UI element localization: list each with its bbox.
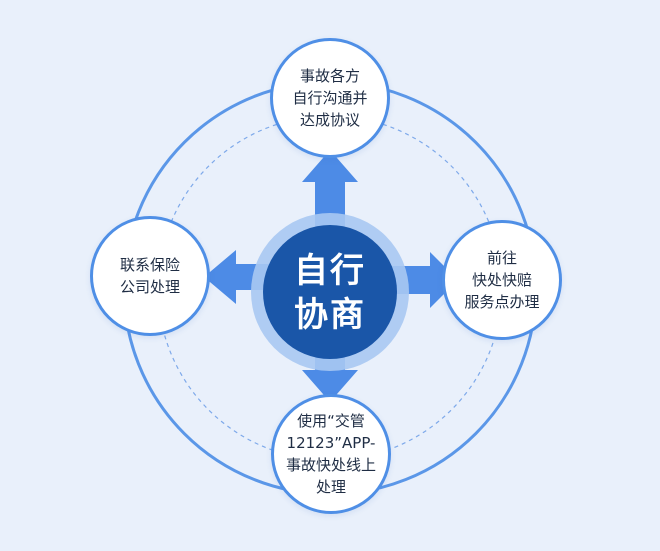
option-text: 前往 <box>486 249 517 267</box>
center-label-line-1: 自行 <box>294 251 366 291</box>
option-text: 公司处理 <box>119 278 180 296</box>
option-text: 事故快处线上 <box>285 456 376 474</box>
option-text: 事故各方 <box>299 67 360 85</box>
option-text: 12123”APP- <box>286 434 376 452</box>
option-node-service-point: 前往 快处快赔 服务点办理 <box>442 220 562 340</box>
arrow-left <box>204 250 280 304</box>
option-node-negotiate: 事故各方 自行沟通并 达成协议 <box>270 38 390 158</box>
option-text: 服务点办理 <box>464 293 540 311</box>
option-text: 使用“交管 <box>297 412 365 430</box>
option-text: 达成协议 <box>299 111 360 129</box>
option-node-app: 使用“交管 12123”APP- 事故快处线上 处理 <box>271 394 391 514</box>
center-label-line-2: 协商 <box>294 295 366 335</box>
center-label: 自行 协商 <box>263 226 397 360</box>
center-disc <box>263 225 397 359</box>
option-node-insurance: 联系保险 公司处理 <box>90 216 210 336</box>
option-text: 自行沟通并 <box>292 89 368 107</box>
option-text: 联系保险 <box>119 256 180 274</box>
option-text: 处理 <box>315 478 346 496</box>
option-text: 快处快赔 <box>471 271 532 289</box>
